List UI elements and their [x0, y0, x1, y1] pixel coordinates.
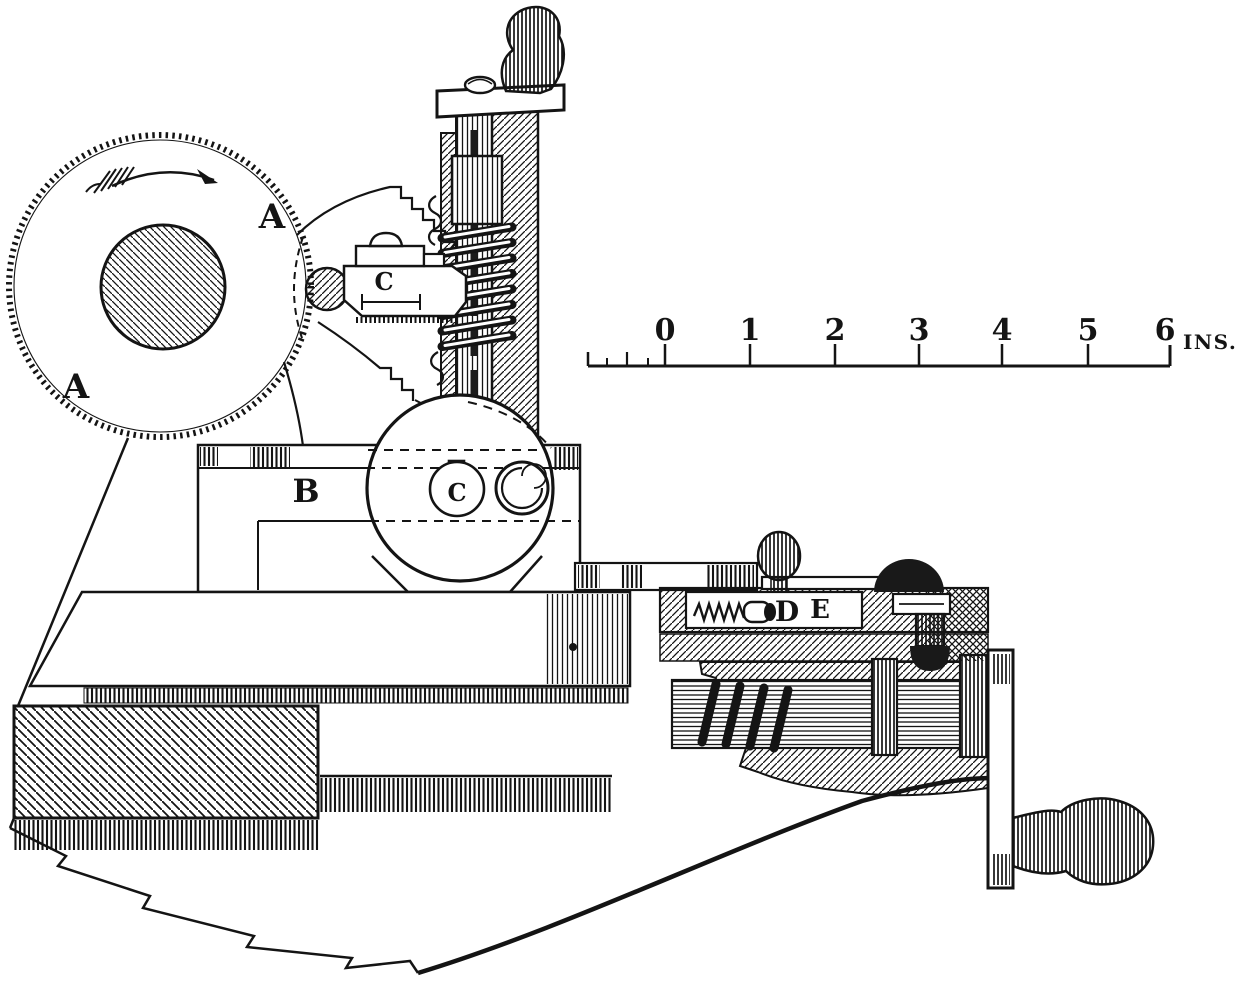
ratchet-feed-assembly [658, 530, 990, 671]
sector-lower-teeth [317, 321, 415, 401]
spring-coil-end [494, 460, 550, 516]
scale-ruler-numbers: 0 1 2 3 4 5 6 INS. [655, 313, 1236, 354]
bed-right-section [545, 594, 628, 684]
pitch-circle-dashed-arc [293, 236, 304, 342]
sector-lower-edge [282, 361, 305, 447]
frame-left-edge [16, 437, 130, 707]
label-a-lower: A [62, 367, 90, 407]
clamp-screw-dome [368, 231, 404, 248]
clamp-cap [354, 244, 426, 268]
clamp-body [342, 264, 468, 318]
worm-threads [697, 679, 793, 753]
label-c-hub: C [447, 478, 466, 507]
bed-slab [27, 590, 632, 688]
feed-knob [756, 530, 802, 582]
label-c-clamp: C [374, 267, 393, 296]
ruler-tick-5: 5 [1078, 313, 1099, 348]
label-b: B [292, 472, 319, 510]
label-a-upper: A [258, 197, 286, 237]
bed-shadow-fringe [83, 687, 629, 704]
lower-shadow-fringe [320, 778, 612, 812]
feed-step [573, 561, 759, 592]
lever-boss-cap [874, 559, 944, 592]
ruler-tick-1: 1 [740, 313, 761, 348]
ruler-tick-6: 6 [1155, 313, 1176, 348]
clamp-screw-tip [910, 646, 950, 671]
scale-ruler [586, 344, 1172, 368]
torn-break-edge [9, 826, 420, 974]
pawl-spring [692, 599, 746, 625]
ruler-tick-0: 0 [655, 313, 676, 348]
crank-assembly [986, 648, 1155, 890]
label-d: D [775, 595, 799, 628]
spring-wire-squiggle-bottom [430, 351, 445, 386]
saw-hub [99, 223, 227, 351]
label-e: E [810, 595, 830, 625]
rotation-arrow-icon [85, 166, 218, 194]
ruler-tick-2: 2 [825, 313, 846, 348]
ruler-tick-3: 3 [909, 313, 930, 348]
lift-knob [500, 5, 566, 95]
ruler-unit-label: INS. [1183, 330, 1236, 354]
foundation-block-section [12, 704, 320, 820]
clamp-pivot-pin [304, 266, 350, 312]
hub-pin-circle [428, 460, 486, 518]
round-boss [365, 393, 580, 593]
foundation-fringe [14, 820, 320, 850]
tooth-clamp [304, 231, 468, 323]
ruler-tick-4: 4 [992, 313, 1013, 348]
crank-handle [1011, 797, 1155, 886]
machine-bed [8, 437, 993, 976]
crank-arm [986, 648, 1015, 890]
bed-bolt-dot [569, 643, 577, 651]
spring-wire-squiggle-top [427, 195, 443, 246]
clamp-screw-shank [914, 612, 946, 648]
pawl-head [764, 603, 776, 621]
